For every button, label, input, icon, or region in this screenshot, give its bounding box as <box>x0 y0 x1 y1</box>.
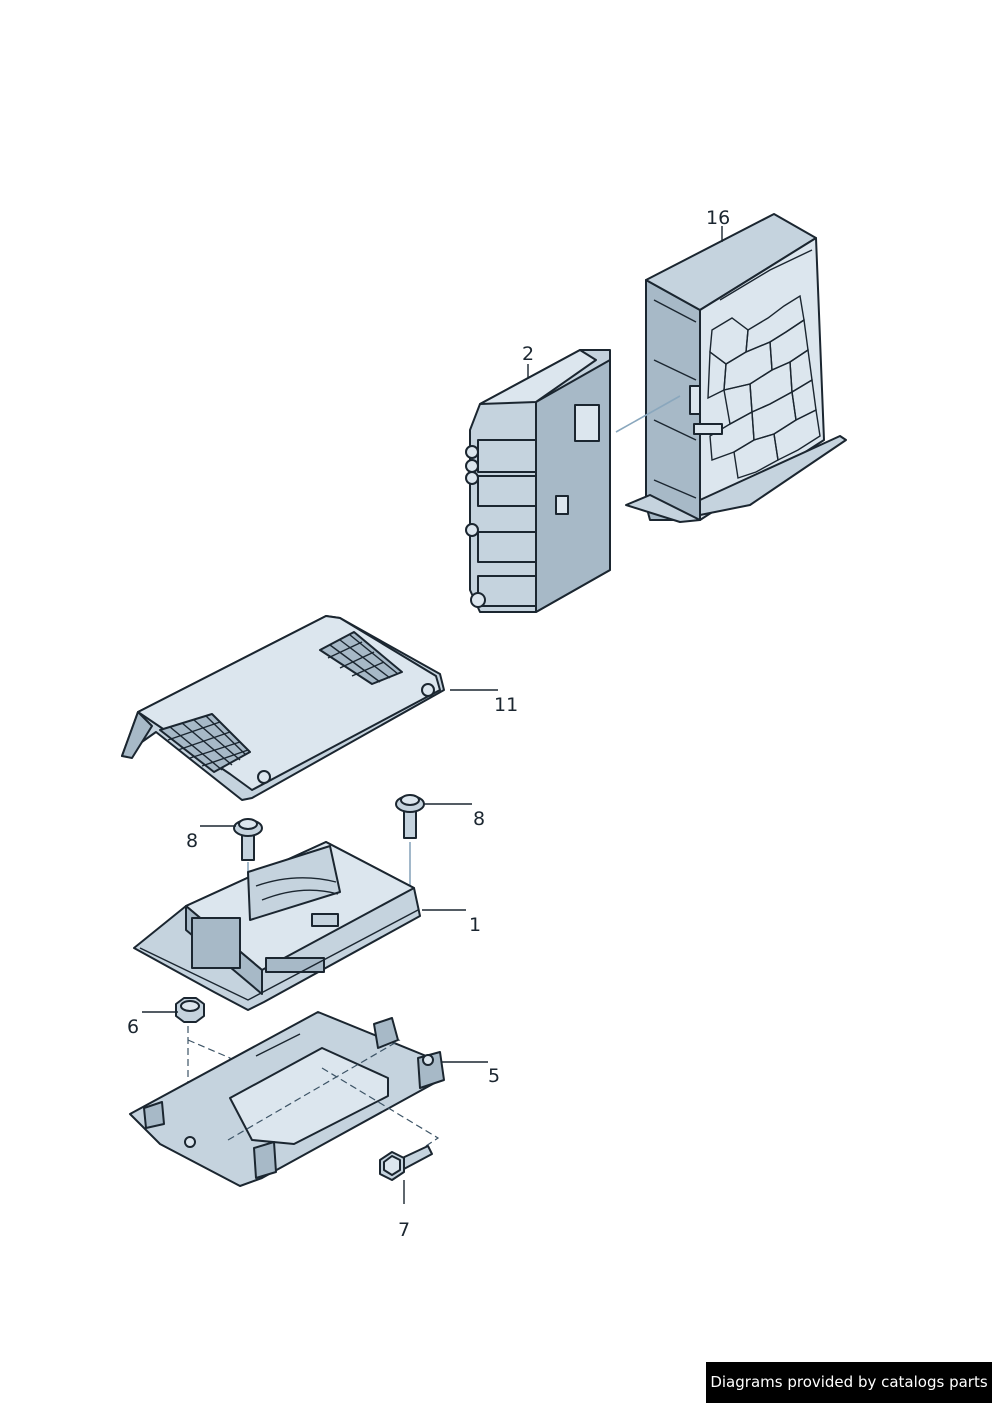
callout-16: 16 <box>706 207 730 229</box>
part-7-bolt <box>379 1145 433 1181</box>
part-5-mounting-bracket <box>129 1011 445 1187</box>
callout-8-left: 8 <box>186 830 198 852</box>
callout-5: 5 <box>488 1065 500 1087</box>
part-8-screw-right <box>395 794 425 839</box>
callout-11: 11 <box>494 694 518 716</box>
grille-front <box>159 713 251 773</box>
footer-credit-badge: Diagrams provided by catalogs parts <box>706 1362 992 1403</box>
part-11-cover <box>121 615 445 801</box>
callout-2: 2 <box>522 343 534 365</box>
alignment-line-2-16 <box>615 395 681 433</box>
callout-8-right: 8 <box>473 808 485 830</box>
bracket-guide <box>227 1039 401 1141</box>
part-2-control-module <box>465 349 611 613</box>
part-1-electronics-unit <box>133 841 421 1011</box>
honeycomb-pattern <box>707 294 821 479</box>
callout-6: 6 <box>127 1016 139 1038</box>
part-6-nut <box>175 997 205 1023</box>
callout-1: 1 <box>469 914 481 936</box>
grille-rear <box>319 631 403 685</box>
part-16-honeycomb-panel <box>625 213 847 523</box>
callout-7: 7 <box>398 1219 410 1241</box>
part-8-screw-left <box>233 818 263 861</box>
